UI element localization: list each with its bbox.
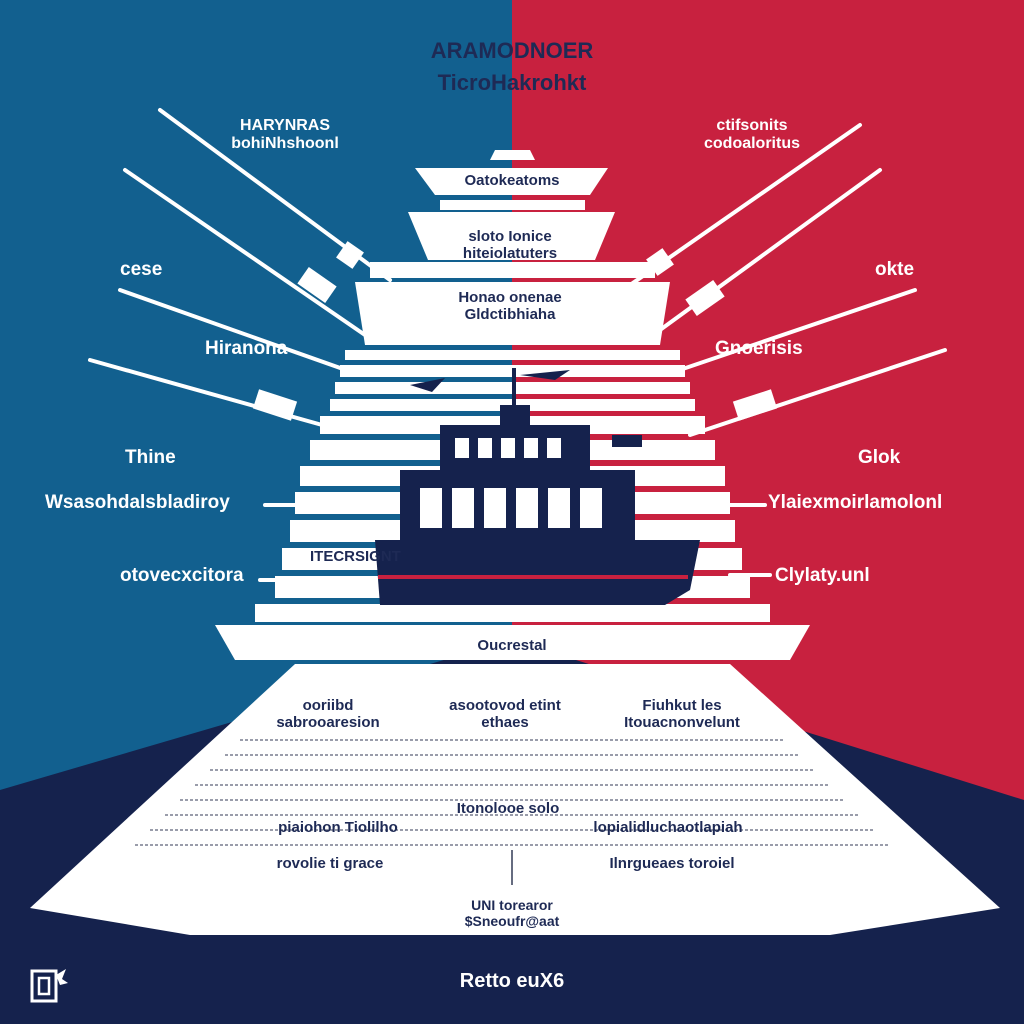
table-r3-c1: rovolie ti grace	[276, 855, 384, 872]
table-r1-c3-line2: Itouacnonvelunt	[624, 714, 740, 732]
table-r1-c1-line1: ooriibd	[302, 697, 354, 714]
tier-2-line2: hiteiolatuters	[462, 245, 558, 263]
table-r2-c1: piaiohon Tiolilho	[278, 819, 398, 836]
tier-3-line1: Honao onenae	[458, 289, 562, 306]
ship-illustration	[375, 368, 700, 605]
left-label-1: HARYNRAS bohiNhshoonl	[231, 117, 339, 154]
table-r1-c3: Fiuhkut les Itouacnonvelunt	[624, 697, 740, 732]
title-line-2: TicroHakrohkt	[437, 70, 587, 95]
ship-label: ITECRSIGNT	[310, 548, 401, 565]
left-label-1-line1: HARYNRAS	[239, 117, 331, 134]
table-footer-line1: UNI torearor	[471, 897, 553, 913]
table-r1-c1-line2: sabrooaresion	[276, 714, 380, 732]
table-rules	[135, 739, 890, 846]
right-label-6: Clylaty.unl	[775, 565, 870, 586]
left-label-2: cese	[120, 259, 163, 280]
tier-3-label: Honao onenae Gldctibhiaha	[458, 289, 561, 324]
pointer-tags	[252, 241, 778, 421]
right-label-1: ctifsonits codoaloritus	[704, 117, 800, 154]
tier-2-line1: sloto Ionice	[468, 228, 552, 245]
table-r1-c1: ooriibd sabrooaresion	[276, 697, 379, 732]
brand-logo-icon	[30, 969, 68, 1003]
left-label-3: Hiranona	[205, 338, 288, 359]
table-footer-line2: $Sneoufr@aat	[464, 913, 560, 930]
table-r1-c2: asootovod etint ethaes	[449, 697, 561, 732]
tier-2-label: sloto Ionice hiteiolatuters	[463, 228, 557, 263]
right-label-5: Ylaiexmoirlamolonl	[768, 492, 943, 513]
right-label-4: Glok	[858, 447, 901, 468]
table-r1-c2-line1: asootovod etint	[449, 697, 561, 714]
right-label-1-line1: ctifsonits	[716, 117, 788, 134]
table-r3-c2: Ilnrgueaes toroiel	[609, 855, 735, 872]
table-r1-c3-line1: Fiuhkut les	[642, 697, 722, 714]
table-r2-c2: Itonolooe solo	[456, 800, 560, 817]
tier-3-line2: Gldctibhiaha	[464, 306, 556, 324]
right-label-3: Gnoerisis	[715, 338, 803, 359]
tier-1-label: Oatokeatoms	[464, 172, 560, 189]
left-label-6: otovecxcitora	[120, 565, 244, 586]
left-label-5: Wsasohdalsbladiroy	[45, 492, 230, 513]
base-label: Oucrestal	[477, 637, 547, 654]
table-footer: UNI torearor $Sneoufr@aat	[465, 897, 560, 929]
table-r1-c2-line2: ethaes	[481, 714, 529, 732]
right-label-1-line2: codoaloritus	[703, 135, 801, 153]
bottom-caption: Retto euX6	[459, 970, 565, 992]
left-label-1-line2: bohiNhshoonl	[231, 135, 339, 153]
title-line-1: ARAMODNOER	[430, 38, 594, 63]
table-r2-c3: lopialidluchaotlapiah	[593, 819, 743, 836]
left-label-4: Thine	[125, 447, 176, 468]
right-label-2: okte	[875, 259, 915, 280]
